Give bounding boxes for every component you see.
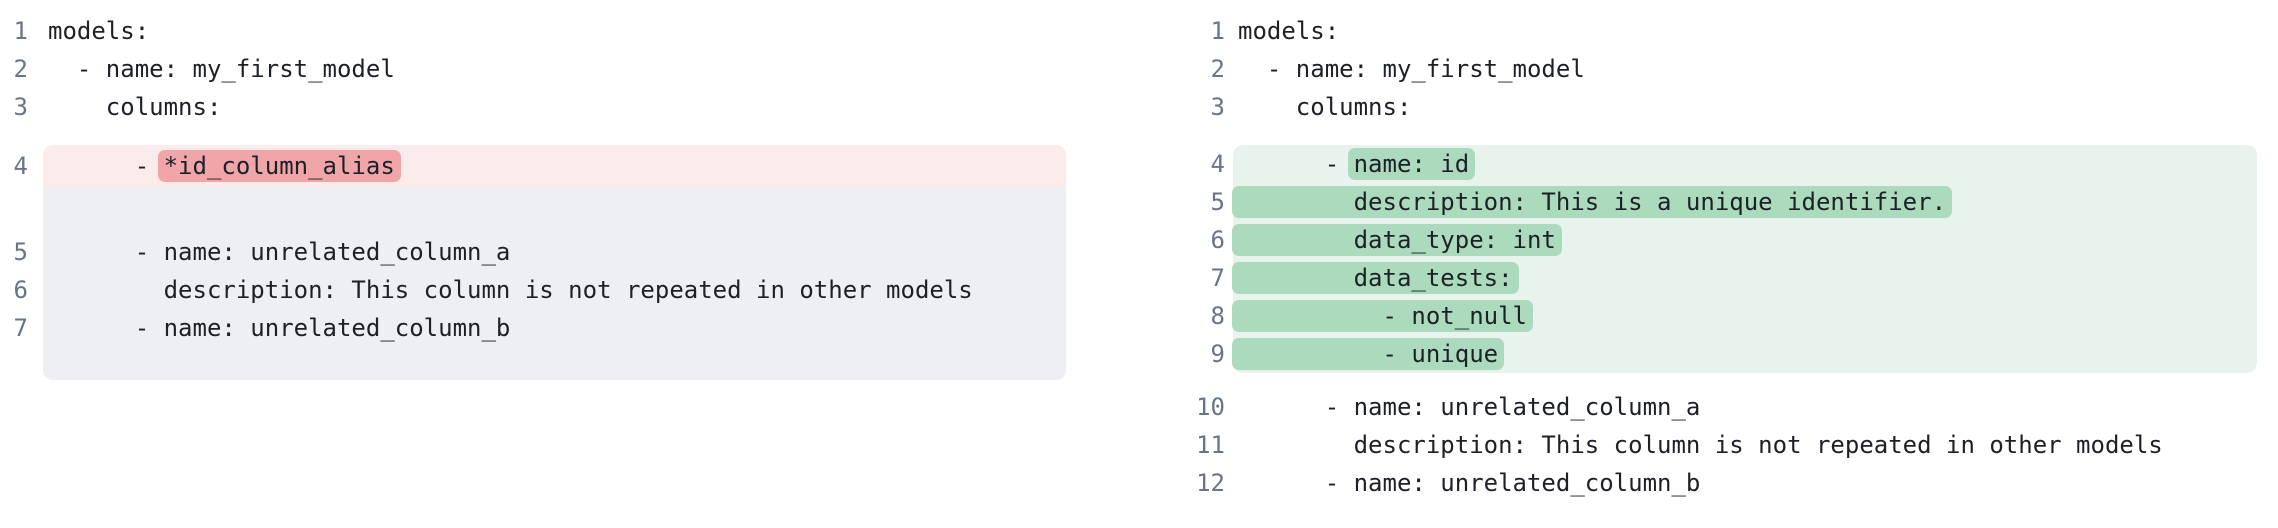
code-content: - name: unrelated_column_a: [48, 238, 511, 266]
code-content: columns:: [1238, 93, 1412, 121]
line-number: [0, 187, 43, 225]
code-content: description: This column is not repeated…: [1238, 431, 2163, 459]
line-number: 9: [1210, 340, 1225, 368]
line-number: 8: [1210, 302, 1225, 330]
added-line: 4 - name: id: [1140, 145, 2257, 183]
code-content: [43, 187, 1066, 380]
code-line: 1 models:: [0, 12, 1066, 50]
removed-highlight: *id_column_alias: [157, 150, 401, 182]
code-line: 10 - name: unrelated_column_a: [1140, 388, 2257, 426]
code-content: - name: unrelated_column_b: [1238, 469, 1701, 497]
code-line: 12 - name: unrelated_column_b: [1140, 464, 2257, 502]
code-line: 11 description: This column is not repea…: [1140, 426, 2257, 464]
added-line: 5 description: This is a unique identifi…: [1140, 183, 2257, 221]
code-content: - name: my_first_model: [1238, 55, 1585, 83]
added-highlight: - not_null: [1232, 300, 1533, 332]
code-content: - name: unrelated_column_a: [1238, 393, 1701, 421]
added-highlight: - unique: [1232, 338, 1505, 370]
code-line: 2 - name: my_first_model: [1140, 50, 2257, 88]
code-content: - name: id: [1233, 145, 2257, 183]
added-highlight: description: This is a unique identifier…: [1232, 186, 1953, 218]
code-content: - unique: [1232, 335, 2257, 373]
removed-line: 4 - *id_column_alias: [0, 145, 1066, 187]
code-line: 1 models:: [1140, 12, 2257, 50]
added-line: 8 - not_null: [1140, 297, 2257, 335]
added-line: 9 - unique: [1140, 335, 2257, 373]
line-number: 3: [1210, 93, 1225, 121]
code-content: data_tests:: [1232, 259, 2257, 297]
line-number: 10: [1196, 393, 1225, 421]
code-line: 5 - name: unrelated_column_a: [0, 233, 1066, 271]
line-number: 1: [1210, 17, 1225, 45]
code-content: - name: unrelated_column_b: [48, 314, 511, 342]
line-number: 12: [1196, 469, 1225, 497]
line-number: 11: [1196, 431, 1225, 459]
line-number: 1: [13, 17, 28, 45]
code-line: 3 columns:: [0, 88, 1066, 126]
code-content: columns:: [48, 93, 222, 121]
code-content: - name: my_first_model: [48, 55, 395, 83]
code-line: 3 columns:: [1140, 88, 2257, 126]
removed-block: 4 - *id_column_alias: [0, 145, 1066, 380]
code-content: - *id_column_alias: [43, 145, 1066, 187]
line-number: 2: [13, 55, 28, 83]
code-content: description: This column is not repeated…: [48, 276, 973, 304]
line-number: 6: [13, 276, 28, 304]
line-number: 4: [1210, 150, 1225, 178]
code-content: - not_null: [1232, 297, 2257, 335]
added-line: 7 data_tests:: [1140, 259, 2257, 297]
code-content: data_type: int: [1232, 221, 2257, 259]
added-highlight: data_type: int: [1232, 224, 1562, 256]
code-line: 2 - name: my_first_model: [0, 50, 1066, 88]
line-number: 4: [13, 152, 28, 180]
line-number: 2: [1210, 55, 1225, 83]
code-content: description: This is a unique identifier…: [1232, 183, 2257, 221]
line-number: 3: [13, 93, 28, 121]
line-number: 7: [13, 314, 28, 342]
diff-spacer: [0, 187, 1066, 380]
code-line: 6 description: This column is not repeat…: [0, 271, 1066, 309]
added-highlight: data_tests:: [1232, 262, 1519, 294]
code-content: models:: [1238, 17, 1340, 45]
code-line: 7 - name: unrelated_column_b: [0, 309, 1066, 347]
line-number: 7: [1210, 264, 1225, 292]
line-number: 5: [1210, 188, 1225, 216]
added-highlight: name: id: [1347, 148, 1476, 180]
code-content: models:: [48, 17, 150, 45]
added-line: 6 data_type: int: [1140, 221, 2257, 259]
line-number: 6: [1210, 226, 1225, 254]
line-number: 5: [13, 238, 28, 266]
